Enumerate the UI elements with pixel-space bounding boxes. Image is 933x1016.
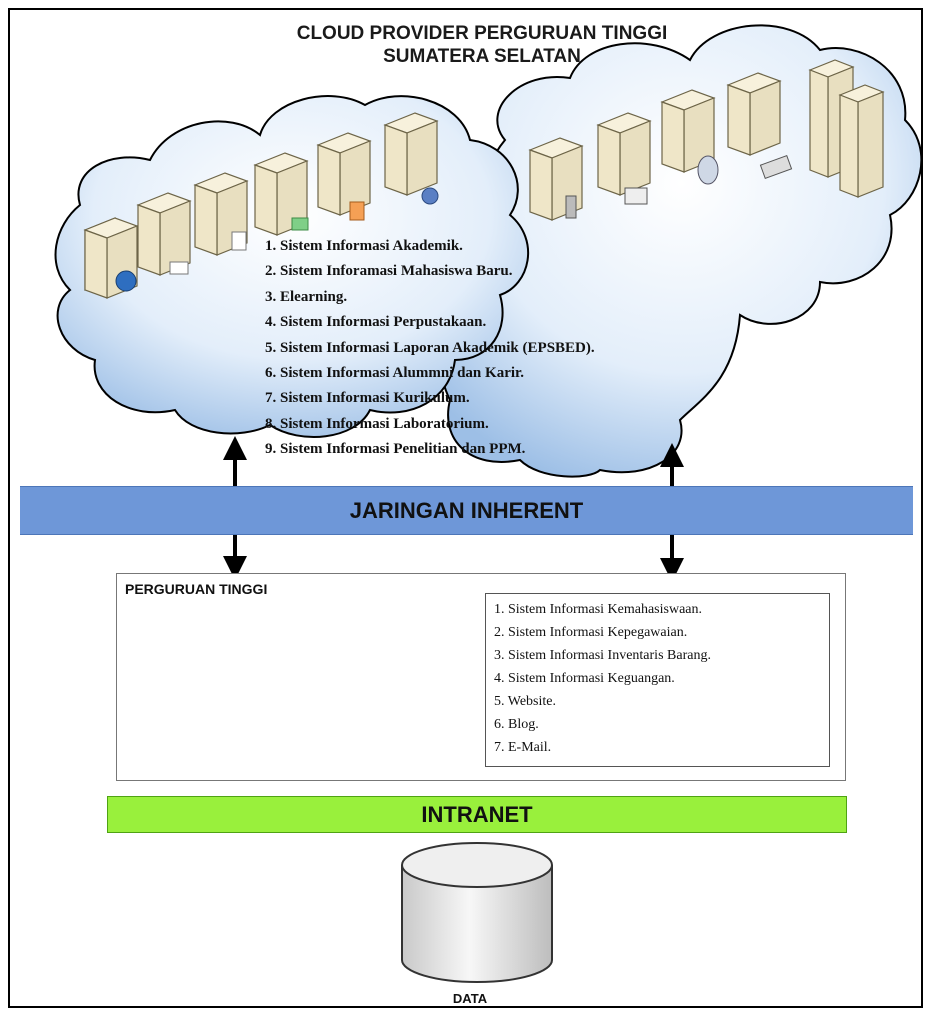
phone-icon (565, 195, 577, 219)
perguruan-tinggi-title: PERGURUAN TINGGI (125, 581, 268, 597)
server-icon (726, 72, 782, 156)
keyboard-icon (759, 154, 793, 180)
server-icon (596, 112, 652, 196)
title-line-1: CLOUD PROVIDER PERGURUAN TINGGI (296, 23, 668, 44)
server-icon (528, 137, 584, 221)
document-icon (349, 201, 365, 221)
server-icon (660, 89, 716, 173)
cloud-services-list: 1. Sistem Informasi Akademik. 2. Sistem … (265, 234, 595, 463)
title-line-2: SUMATERA SELATAN (383, 46, 581, 67)
server-icon (136, 192, 192, 276)
list-item: 6. Blog. (494, 717, 539, 732)
list-item: 7. E-Mail. (494, 740, 552, 755)
list-item: 7. Sistem Informasi Kurikulum. (265, 390, 470, 407)
list-item: 3. Sistem Informasi Inventaris Barang. (494, 648, 711, 663)
list-item: 4. Sistem Informasi Keguangan. (494, 671, 675, 686)
data-label: DATA (452, 991, 488, 1006)
database-cylinder-icon (401, 842, 553, 983)
intranet-band: INTRANET (107, 796, 847, 833)
perguruan-tinggi-services-box: 1. Sistem Informasi Kemahasiswaan. 2. Si… (485, 593, 830, 767)
server-icon (838, 84, 885, 198)
list-item: 1. Sistem Informasi Kemahasiswaan. (494, 602, 703, 617)
server-icon (383, 112, 439, 196)
money-icon (291, 217, 309, 231)
perguruan-tinggi-services-list: 1. Sistem Informasi Kemahasiswaan. 2. Si… (486, 594, 829, 759)
paper-icon (231, 231, 247, 251)
server-icon (83, 217, 139, 299)
list-item: 3. Elearning. (265, 288, 348, 305)
server-icon (316, 132, 372, 216)
list-item: 8. Sistem Informasi Laboratorium. (265, 415, 489, 432)
mail-icon (169, 261, 189, 275)
list-item: 2. Sistem Informasi Kepegawaian. (494, 625, 688, 640)
list-item: 2. Sistem Inforamasi Mahasiswa Baru. (265, 263, 513, 280)
diagram-title: CLOUD PROVIDER PERGURUAN TINGGI SUMATERA… (232, 22, 732, 68)
jaringan-inherent-band: JARINGAN INHERENT (20, 486, 913, 535)
list-item: 9. Sistem Informasi Penelitian dan PPM. (265, 441, 526, 458)
cloud-right-servers (528, 59, 885, 221)
list-item: 5. Sistem Informasi Laporan Akademik (EP… (265, 339, 595, 356)
user-icon (421, 187, 439, 205)
cloud-left-servers (83, 112, 439, 299)
server-icon (253, 152, 309, 236)
list-item: 1. Sistem Informasi Akademik. (265, 238, 463, 254)
list-item: 6. Sistem Informasi Alummni dan Karir. (265, 365, 525, 382)
computer-icon (624, 187, 648, 205)
globe-icon (115, 270, 137, 292)
database-icon (697, 155, 719, 185)
list-item: 4. Sistem Informasi Perpustakaan. (265, 314, 487, 331)
list-item: 5. Website. (494, 694, 556, 709)
